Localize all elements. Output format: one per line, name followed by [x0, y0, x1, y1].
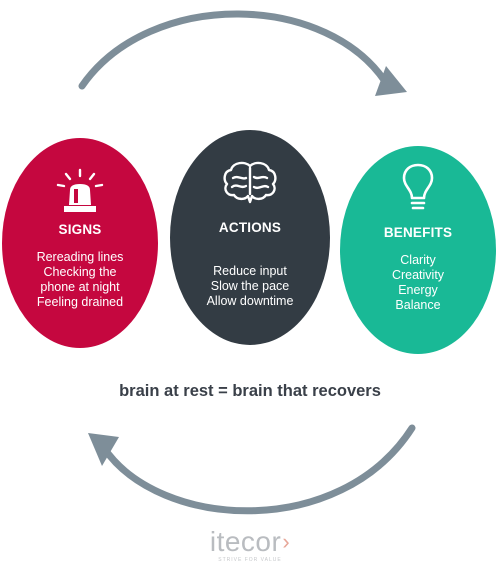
benefits-title: BENEFITS	[383, 225, 453, 240]
signs-list: Rereading lines Checking the phone at ni…	[2, 250, 158, 310]
top-arrowhead	[375, 66, 407, 96]
benefits-list: Clarity Creativity Energy Balance	[340, 253, 496, 313]
benefits-item: Clarity	[400, 253, 436, 267]
tagline: brain at rest = brain that recovers	[119, 382, 381, 400]
signs-item: Feeling drained	[36, 295, 124, 309]
signs-title: SIGNS	[58, 222, 102, 237]
signs-item: Rereading lines	[36, 250, 124, 264]
itecor-logo: itecor›	[0, 526, 500, 558]
signs-oval: SIGNS Rereading lines Checking the phone…	[2, 138, 158, 348]
benefits-oval: BENEFITS Clarity Creativity Energy Balan…	[340, 146, 496, 354]
benefits-item: Energy	[398, 283, 438, 297]
actions-item: Slow the pace	[210, 279, 290, 293]
benefits-item: Balance	[395, 298, 441, 312]
siren-icon	[56, 168, 104, 212]
signs-item: Checking the	[43, 265, 117, 279]
brain-icon	[223, 161, 277, 204]
signs-item: phone at night	[40, 280, 120, 294]
bottom-arrow	[100, 424, 416, 515]
actions-item: Reduce input	[213, 264, 287, 278]
logo-tagline: STRIVE FOR VALUE	[218, 557, 282, 563]
top-arrow	[78, 10, 392, 90]
actions-item: Allow downtime	[206, 294, 294, 308]
benefits-item: Creativity	[391, 268, 445, 282]
bottom-arrowhead	[88, 433, 119, 466]
actions-list: Reduce input Slow the pace Allow downtim…	[170, 264, 330, 309]
lightbulb-icon	[402, 163, 434, 210]
logo-text: itecor	[209, 526, 282, 557]
actions-oval: ACTIONS Reduce input Slow the pace Allow…	[170, 130, 330, 345]
actions-title: ACTIONS	[218, 220, 282, 235]
chevron-right-icon: ›	[282, 529, 291, 554]
